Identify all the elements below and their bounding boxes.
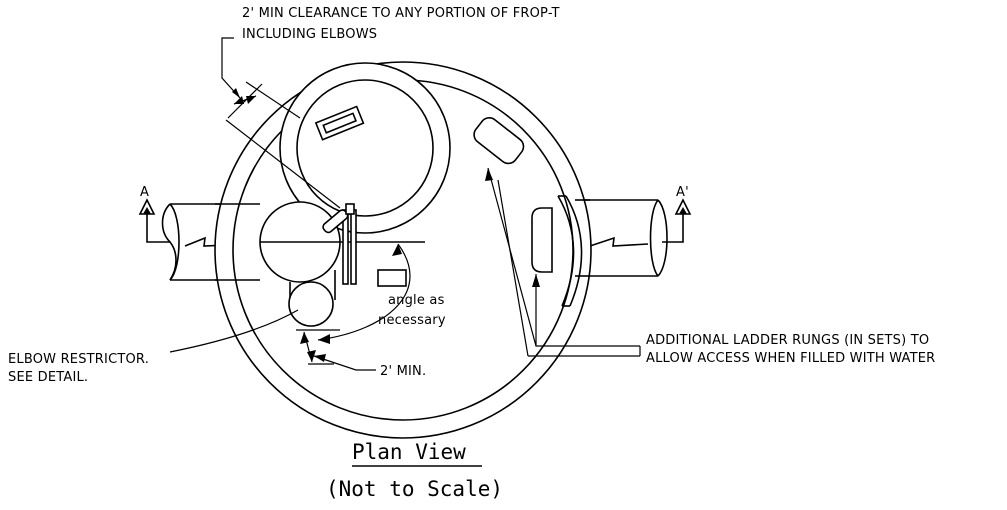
section-label-a: A: [140, 185, 149, 200]
clearance-label-line2: INCLUDING ELBOWS: [242, 27, 377, 42]
elbow-restrictor-leader: [169, 309, 299, 353]
elbow-tee-assembly: [259, 201, 425, 327]
clearance-label-line1: 2' MIN CLEARANCE TO ANY PORTION OF FROP-…: [242, 6, 560, 21]
elbow-restrictor-label-line1: ELBOW RESTRICTOR.: [8, 352, 149, 367]
angle-label-line1: angle as: [388, 293, 445, 308]
section-marker-a-prime: [662, 198, 692, 243]
angle-label-line2: necessary: [378, 313, 446, 328]
section-label-a-prime: A': [676, 185, 689, 200]
angle-reference-box: [377, 269, 407, 287]
min-dimension: [296, 329, 376, 371]
angle-arc: [317, 243, 411, 344]
ladder-rung-upper: [473, 117, 525, 165]
frop-t-riser: [279, 62, 451, 234]
view-title: Plan View: [352, 440, 466, 464]
elbow-restrictor-label-line2: SEE DETAIL.: [8, 370, 88, 385]
view-subtitle: (Not to Scale): [326, 477, 503, 501]
clearance-dimension: [221, 37, 341, 209]
min-dimension-label: 2' MIN.: [380, 364, 426, 379]
section-marker-a: [138, 198, 170, 243]
pipe-wall-penetrations: [215, 199, 590, 281]
ladder-label-line1: ADDITIONAL LADDER RUNGS (IN SETS) TO: [646, 333, 929, 348]
ladder-leaders: [485, 167, 641, 357]
ladder-rung-right: [531, 195, 583, 307]
ladder-label-line2: ALLOW ACCESS WHEN FILLED WITH WATER: [646, 351, 935, 366]
